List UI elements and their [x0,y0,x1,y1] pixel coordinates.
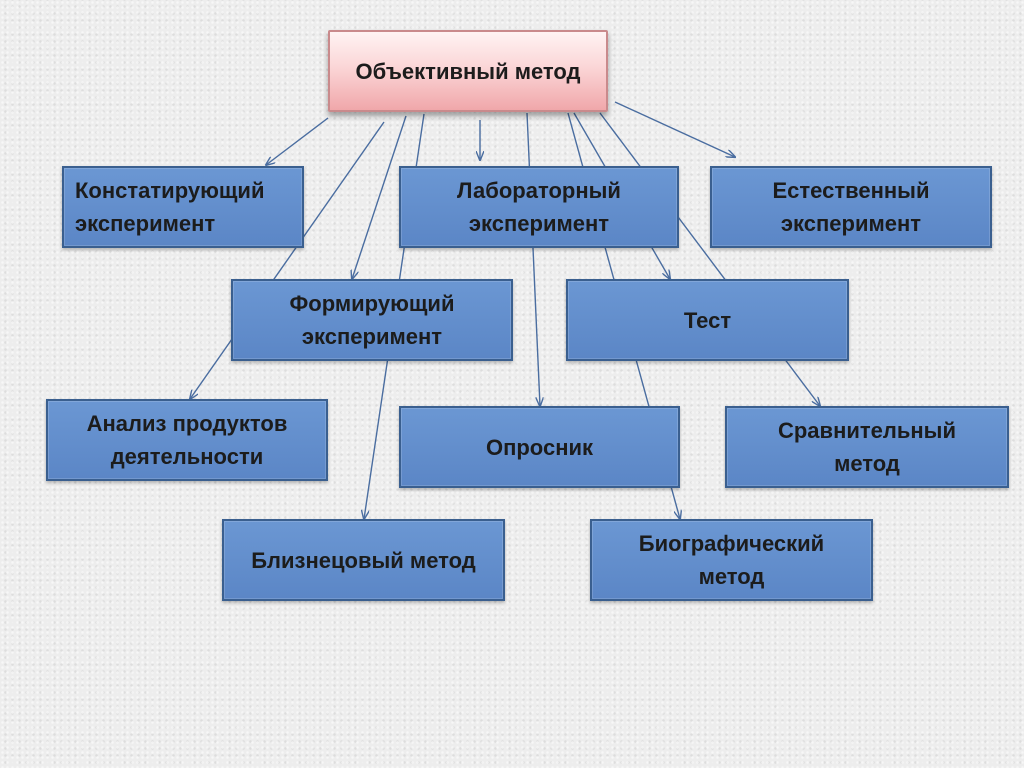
node-questionnaire: Опросник [399,406,680,488]
root-node-label: Объективный метод [355,58,581,84]
node-label: Близнецовый метод [251,547,476,573]
root-node-objective-method: Объективный метод [328,30,608,112]
node-natural-experiment: Естественный эксперимент [710,166,992,248]
node-constating-experiment: Констатирующий эксперимент [62,166,304,248]
node-label: Лабораторный эксперимент [457,178,621,236]
arrow-to-comparative [599,112,820,406]
node-label: Сравнительный метод [777,418,956,476]
node-label: Естественный эксперимент [772,178,930,236]
node-label: Констатирующий эксперимент [75,178,265,236]
node-forming-experiment: Формирующий эксперимент [231,279,513,361]
arrow-to-activity-analysis [190,121,385,399]
arrow-to-constating [266,117,329,165]
node-laboratory-experiment: Лабораторный эксперимент [399,166,679,248]
node-label: Биографический метод [638,531,825,589]
node-biographical-method: Биографический метод [590,519,873,601]
node-activity-analysis: Анализ продуктов деятельности [46,399,328,481]
node-comparative-method: Сравнительный метод [725,406,1009,488]
node-label: Опросник [485,434,594,460]
node-label: Формирующий эксперимент [289,291,455,349]
arrow-to-natural [614,101,735,157]
node-test: Тест [566,279,849,361]
arrow-to-questionnaire [526,112,540,406]
node-label: Анализ продуктов деятельности [86,411,288,469]
node-twin-method: Близнецовый метод [222,519,505,601]
node-label: Тест [683,307,732,333]
arrow-to-forming [352,115,407,279]
